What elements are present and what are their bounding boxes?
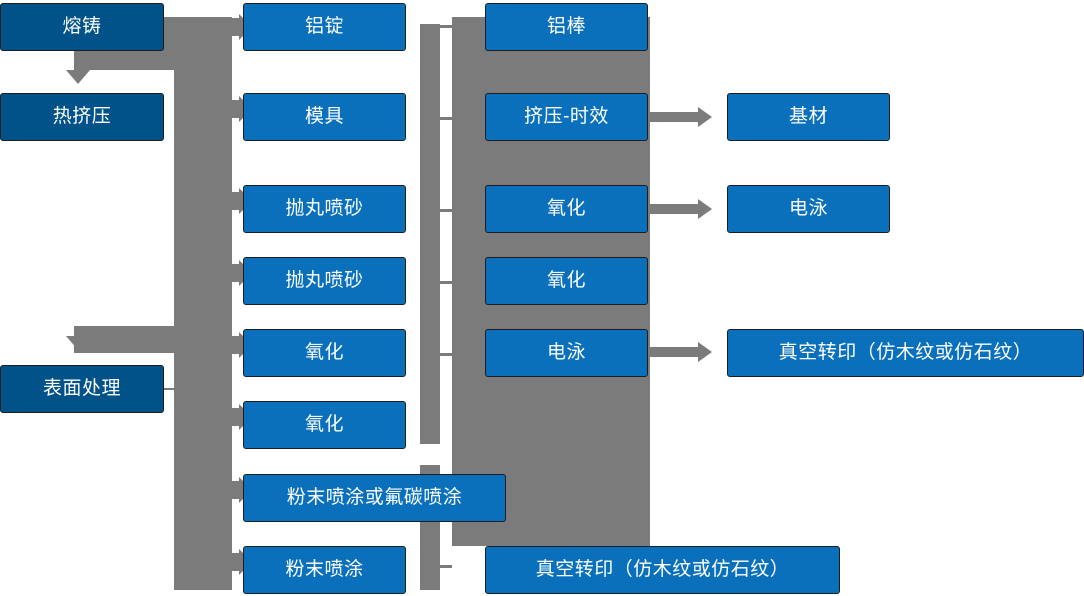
node-shot-blasting-1-label: 抛丸喷砂 — [285, 197, 364, 219]
node-oxidation-3-label: 氧化 — [546, 197, 586, 219]
node-oxidation-4-label: 氧化 — [546, 269, 586, 291]
node-electrophoresis-1[interactable]: 电泳 — [485, 327, 648, 377]
node-shot-blasting-1[interactable]: 抛丸喷砂 — [243, 183, 406, 233]
node-oxidation-2[interactable]: 氧化 — [243, 399, 406, 449]
node-mold-label: 模具 — [304, 105, 344, 127]
node-oxidation-4[interactable]: 氧化 — [485, 255, 648, 305]
node-vacuum-transfer-1[interactable]: 真空转印（仿木纹或仿石纹） — [485, 544, 840, 594]
stage-hot-extrusion[interactable]: 热挤压 — [0, 91, 164, 141]
node-oxidation-1[interactable]: 氧化 — [243, 327, 406, 377]
node-mold[interactable]: 模具 — [243, 91, 406, 141]
stage-surface-treatment-label: 表面处理 — [42, 377, 121, 399]
node-powder-coating-label: 粉末喷涂 — [285, 558, 364, 580]
node-electrophoresis-2-label: 电泳 — [788, 197, 828, 219]
stage-melt-cast-label: 熔铸 — [62, 15, 102, 37]
node-shot-blasting-2-label: 抛丸喷砂 — [285, 269, 364, 291]
band-left-distribution — [66, 14, 252, 590]
node-vacuum-transfer-2-label: 真空转印（仿木纹或仿石纹） — [778, 341, 1033, 363]
node-powder-or-fluorocarbon[interactable]: 粉末喷涂或氟碳喷涂 — [243, 472, 506, 522]
node-electrophoresis-2[interactable]: 电泳 — [727, 183, 890, 233]
stage-surface-treatment[interactable]: 表面处理 — [0, 363, 164, 413]
connector-surface-treatment — [164, 388, 180, 390]
node-shot-blasting-2[interactable]: 抛丸喷砂 — [243, 255, 406, 305]
stage-hot-extrusion-label: 热挤压 — [52, 105, 112, 127]
node-oxidation-3[interactable]: 氧化 — [485, 183, 648, 233]
stage-melt-cast[interactable]: 熔铸 — [0, 1, 164, 51]
node-vacuum-transfer-1-label: 真空转印（仿木纹或仿石纹） — [535, 558, 790, 580]
node-vacuum-transfer-2[interactable]: 真空转印（仿木纹或仿石纹） — [727, 327, 1084, 377]
node-oxidation-2-label: 氧化 — [304, 413, 344, 435]
node-aluminum-bar-label: 铝棒 — [546, 15, 586, 37]
node-base-material-label: 基材 — [788, 105, 828, 127]
node-electrophoresis-1-label: 电泳 — [546, 341, 586, 363]
node-extrusion-aging-label: 挤压-时效 — [524, 105, 609, 127]
node-extrusion-aging[interactable]: 挤压-时效 — [485, 91, 648, 141]
node-powder-coating[interactable]: 粉末喷涂 — [243, 544, 406, 594]
node-aluminum-bar[interactable]: 铝棒 — [485, 1, 648, 51]
node-powder-or-fluorocarbon-label: 粉末喷涂或氟碳喷涂 — [286, 486, 463, 508]
node-aluminum-ingot[interactable]: 铝锭 — [243, 1, 406, 51]
node-aluminum-ingot-label: 铝锭 — [304, 15, 344, 37]
band-tie-lines — [440, 25, 452, 568]
node-oxidation-1-label: 氧化 — [304, 341, 344, 363]
node-base-material[interactable]: 基材 — [727, 91, 890, 141]
